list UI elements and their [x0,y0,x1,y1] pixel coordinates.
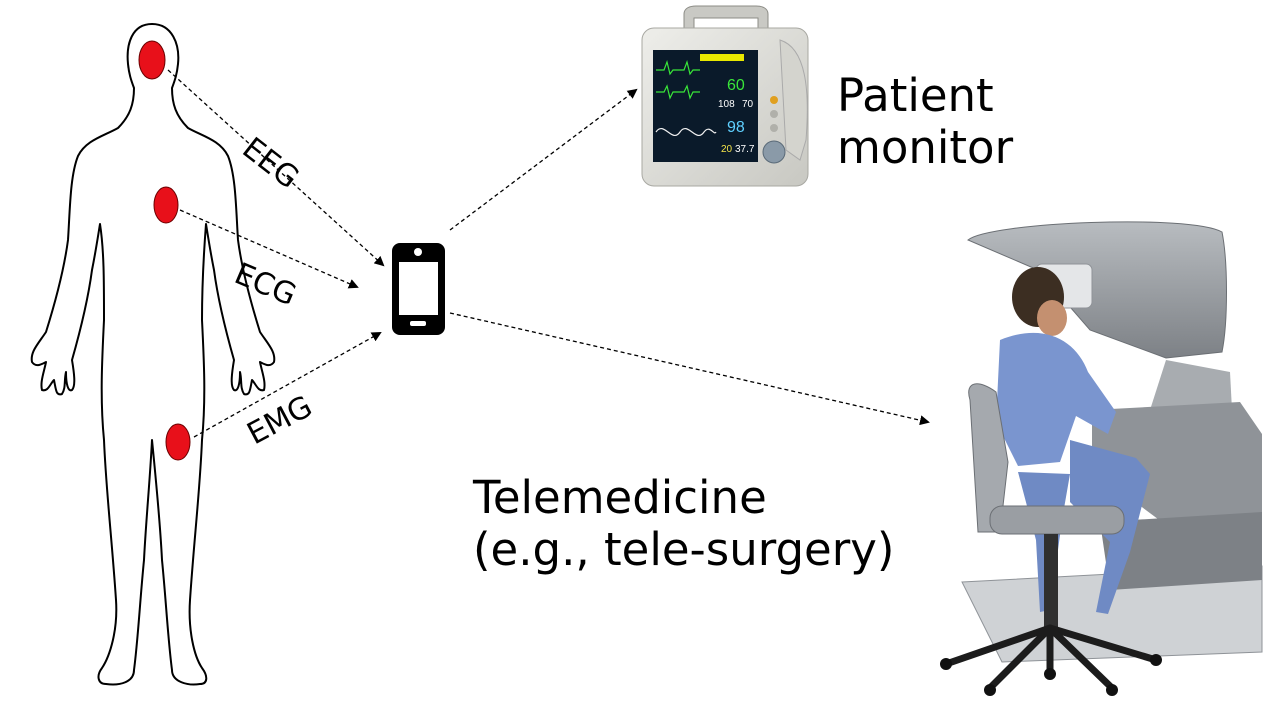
surgical-console-icon [940,221,1263,696]
monitor-bp-sys: 108 [718,99,735,110]
telemedicine-label: Telemedicine (e.g., tele-surgery) [473,472,894,576]
human-body-icon [30,23,276,686]
emg-sensor [165,423,191,461]
telemedicine-label-line1: Telemedicine [473,471,767,524]
patient-monitor-label-line2: monitor [837,121,1014,174]
monitor-bp-dia: 70 [742,99,754,110]
monitor-resp: 20 [721,144,733,155]
ecg-sensor [153,186,179,224]
phone-to-monitor-arrow [449,88,638,231]
emg-to-phone-arrow [193,332,382,438]
monitor-temp: 37.7 [735,144,755,155]
phone-to-console-arrow [449,312,930,426]
eeg-to-phone-arrow [167,69,385,267]
monitor-spo2: 98 [727,119,745,136]
patient-monitor-label-line1: Patient [837,69,994,122]
patient-monitor-icon: 60 108 70 98 20 37.7 [641,5,809,187]
smartphone-icon [392,243,445,335]
monitor-heart-rate: 60 [727,77,745,94]
patient-monitor-label: Patient monitor [837,70,1013,174]
telemedicine-label-line2: (e.g., tele-surgery) [473,523,895,576]
eeg-sensor [138,40,166,80]
